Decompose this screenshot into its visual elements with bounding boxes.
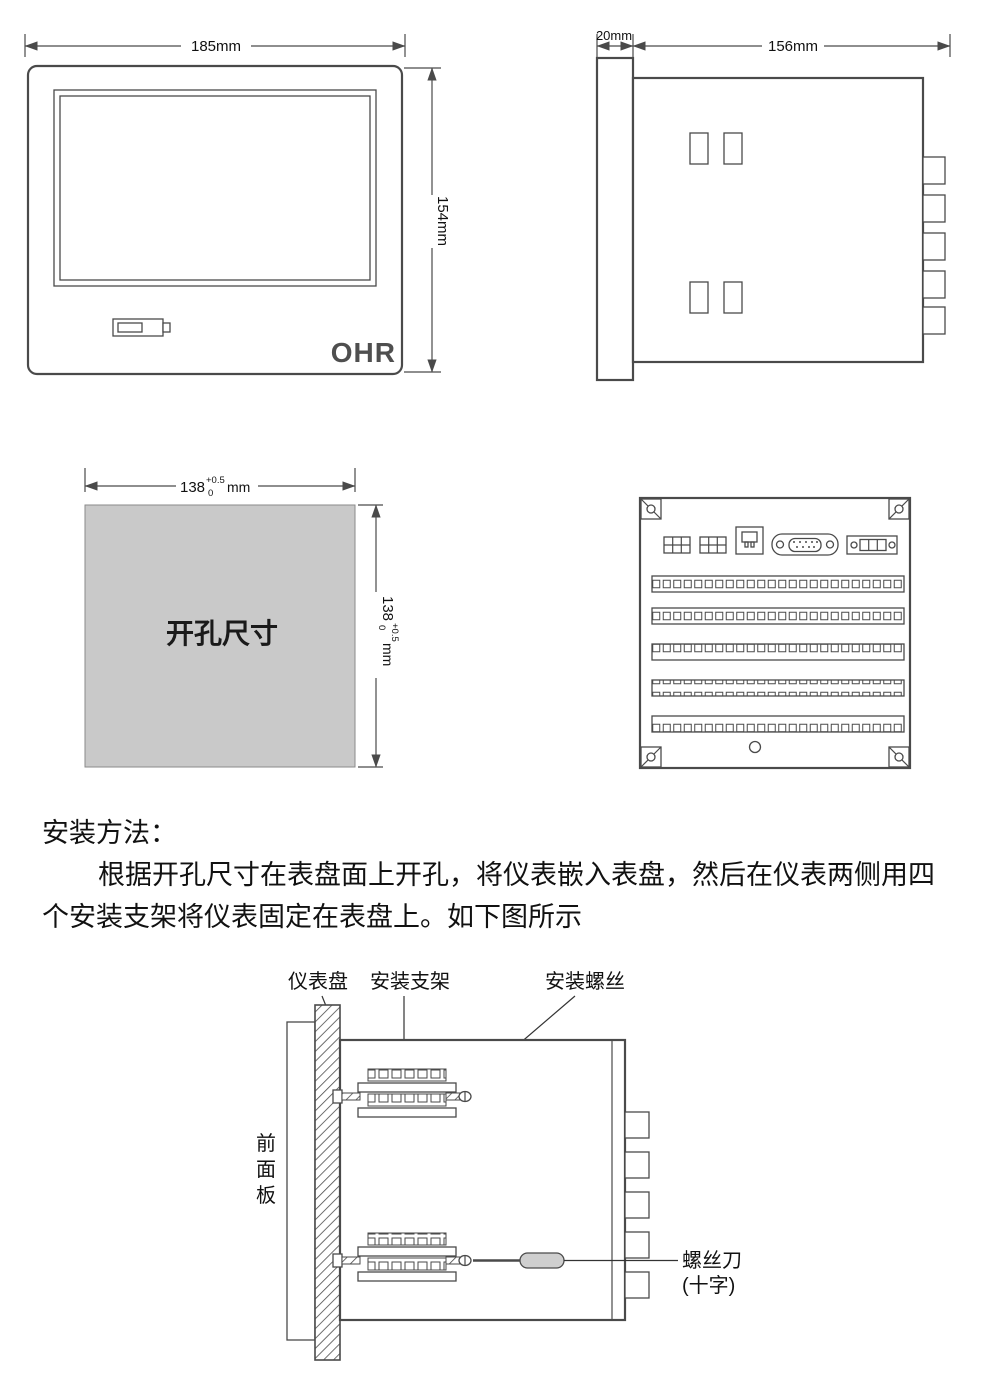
cutout-view: 138 +0.5 0 mm 开孔尺寸 138 +0.5 0 mm (84, 468, 400, 768)
screw-label: 安装螺丝 (545, 970, 625, 993)
front-screen (59, 95, 371, 281)
terminal-strips (651, 575, 905, 733)
front-panel-char: 板 (256, 1184, 276, 1207)
cutout-width-tol-minus: 0 (208, 488, 213, 499)
front-panel-label: 前 面 板 (256, 1132, 276, 1207)
bracket-label: 安装支架 (370, 970, 450, 993)
front-screen-frame (53, 89, 377, 287)
terminal-block-icon (663, 536, 691, 554)
mounting-panel-hatched (314, 1004, 341, 1361)
cutout-width-value: 138 (180, 479, 205, 496)
front-bezel (286, 1021, 316, 1341)
power-terminal-icon (846, 535, 898, 555)
cutout-square (84, 504, 356, 768)
rear-view (638, 496, 912, 770)
front-height-label: 154mm (434, 196, 451, 246)
jack-screw-icon (332, 1253, 361, 1268)
cutout-width-tol-plus: +0.5 (206, 475, 225, 486)
side-front-flange (595, 56, 635, 382)
jack-screw-icon (332, 1089, 361, 1104)
cutout-height-value: 138 (379, 596, 396, 621)
side-mounting-teeth (922, 156, 946, 335)
mounting-bracket-bottom (332, 1232, 472, 1282)
front-width-label: 185mm (191, 38, 241, 55)
panel-label: 仪表盘 (288, 970, 348, 993)
terminal-block-icon (699, 536, 727, 554)
instructions-line2: 个安装支架将仪表固定在表盘上。如下图所示 (42, 902, 582, 932)
mounting-screw-icon (445, 1090, 472, 1103)
cutout-height-tol-minus: 0 (376, 625, 387, 630)
rear-ground-hole (748, 740, 762, 754)
brand-logo: OHR (331, 337, 396, 368)
ethernet-port-icon (735, 526, 764, 555)
screwdriver-type-label: (十字) (682, 1274, 735, 1297)
side-vent-slots (689, 132, 743, 314)
mounting-screw-icon (445, 1254, 472, 1267)
terminal-strip (651, 607, 905, 625)
cutout-title: 开孔尺寸 (166, 618, 278, 649)
screwdriver-label: 螺丝刀 (682, 1249, 742, 1272)
front-view: 185mm OHR 154mm (24, 34, 451, 376)
cutout-height-tol-plus: +0.5 (389, 623, 400, 642)
side-dimensions: 20mm 156mm (596, 28, 951, 57)
front-panel-char: 前 (256, 1132, 276, 1155)
terminal-strip (651, 643, 905, 661)
db9-connector-icon (771, 533, 839, 556)
battery-icon (112, 318, 171, 337)
installation-instructions: 安装方法： 根据开孔尺寸在表盘面上开孔，将仪表嵌入表盘，然后在仪表两侧用四 个安… (42, 818, 935, 932)
terminal-strip (651, 679, 905, 697)
rear-corner-screws (640, 498, 910, 768)
side-depth-label: 20mm (596, 28, 632, 43)
installation-figure: 仪表盘 安装支架 安装螺丝 (256, 970, 742, 1361)
front-panel-char: 面 (256, 1159, 276, 1181)
side-view: 20mm 156mm (595, 28, 951, 382)
cutout-height-unit: mm (380, 643, 396, 666)
mounting-bracket-top (332, 1068, 472, 1118)
terminal-strip (651, 575, 905, 593)
body-mounting-teeth (624, 1111, 650, 1299)
front-height-dimension: 154mm (404, 67, 451, 373)
side-body (631, 76, 925, 364)
cutout-height-dimension: 138 +0.5 0 mm (358, 504, 400, 768)
instructions-line1: 根据开孔尺寸在表盘面上开孔，将仪表嵌入表盘，然后在仪表两侧用四 (98, 860, 935, 890)
cutout-width-unit: mm (227, 479, 250, 495)
terminal-strip (651, 715, 905, 733)
front-width-dimension: 185mm (24, 34, 406, 57)
cutout-width-dimension: 138 +0.5 0 mm (84, 468, 356, 499)
screwdriver-icon (473, 1252, 565, 1269)
instructions-heading: 安装方法： (42, 818, 177, 848)
side-length-label: 156mm (768, 38, 818, 55)
